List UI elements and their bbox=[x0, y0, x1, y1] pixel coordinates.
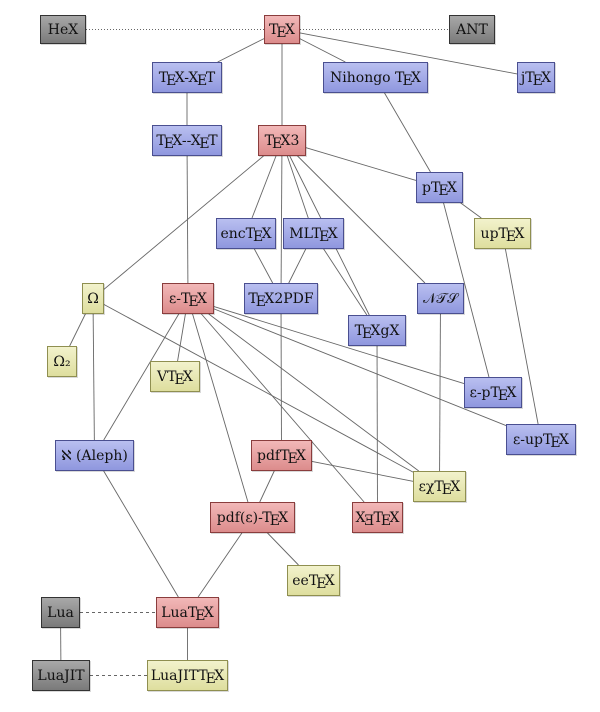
node-etex: ε-TEX bbox=[162, 283, 214, 314]
edge-nihongo-ptex bbox=[384, 92, 431, 173]
edge-tex3-enctex bbox=[251, 155, 277, 219]
node-label: Ω₂ bbox=[53, 353, 71, 370]
node-label: pdfTEX bbox=[256, 447, 307, 467]
node-label: 𝒩𝒯𝒮 bbox=[423, 290, 458, 307]
node-label: LuaTEX bbox=[161, 604, 214, 624]
edge-tex3-nts bbox=[297, 155, 426, 284]
node-luatex: LuaTEX bbox=[156, 597, 219, 628]
node-aleph: ℵ (Aleph) bbox=[55, 440, 134, 471]
edge-tex3-mltex bbox=[286, 155, 309, 219]
node-label: Ω bbox=[87, 290, 99, 307]
edge-pdftex-pdfetex bbox=[259, 470, 275, 503]
node-label: TEXgX bbox=[354, 322, 400, 342]
edge-etex-aleph bbox=[103, 313, 180, 441]
node-texxet2: TEX--XET bbox=[152, 125, 222, 156]
node-pdfetex: pdf(ε)-TEX bbox=[210, 502, 295, 533]
node-mltex: MLTEX bbox=[283, 218, 344, 249]
node-label: LuaJIT bbox=[37, 667, 85, 684]
node-tex3: TEX3 bbox=[258, 125, 306, 156]
node-label: ε-pTEX bbox=[469, 384, 517, 404]
node-label: VTEX bbox=[156, 368, 194, 388]
edge-etex-pdfetex bbox=[192, 313, 249, 503]
node-label: LuaJITTEX bbox=[150, 667, 225, 687]
node-label: pdf(ε)-TEX bbox=[216, 509, 289, 529]
node-label: pTEX bbox=[422, 179, 457, 199]
edge-etex-exchitex bbox=[208, 313, 420, 472]
node-nts: 𝒩𝒯𝒮 bbox=[417, 283, 464, 314]
node-exchitex: εχTEX bbox=[413, 471, 466, 502]
node-vtex: VTEX bbox=[150, 361, 200, 392]
edge-omega-exchitex bbox=[103, 304, 414, 473]
edge-mltex-tex2pdf bbox=[288, 248, 307, 284]
node-omega2: Ω₂ bbox=[47, 346, 77, 377]
node-luajittex: LuaJITTEX bbox=[147, 660, 228, 691]
edge-tex3-omega bbox=[103, 155, 264, 290]
node-tex: TEX bbox=[264, 15, 300, 44]
node-label: encTEX bbox=[220, 225, 272, 245]
node-label: eeTEX bbox=[292, 572, 335, 592]
edge-ptex-uptex bbox=[460, 202, 482, 219]
node-label: εχTEX bbox=[418, 478, 461, 498]
edge-nts-exchitex bbox=[439, 313, 441, 472]
edge-tex3-ptex bbox=[305, 147, 417, 181]
node-label: XETEX bbox=[355, 509, 400, 529]
node-pdftex: pdfTEX bbox=[251, 440, 312, 471]
node-enctex: encTEX bbox=[216, 218, 276, 249]
edge-etex-euptex bbox=[213, 308, 507, 426]
edge-tex-texxet1 bbox=[217, 38, 265, 63]
node-euptex: ε-upTEX bbox=[506, 424, 576, 455]
edge-aleph-luatex bbox=[103, 470, 179, 598]
edge-ptex-eptex bbox=[443, 202, 490, 378]
node-label: Nihongo TEX bbox=[330, 69, 421, 89]
node-texgx: TEXgX bbox=[348, 315, 406, 346]
node-ptex: pTEX bbox=[416, 172, 463, 203]
node-nihongo: Nihongo TEX bbox=[323, 62, 428, 93]
node-label: ANT bbox=[456, 21, 488, 38]
node-omega: Ω bbox=[82, 283, 104, 314]
node-eetex: eeTEX bbox=[287, 565, 340, 596]
node-tex2pdf: TEX2PDF bbox=[244, 283, 318, 314]
node-label: TEX-XET bbox=[158, 69, 216, 89]
edge-mltex-texgx bbox=[323, 248, 368, 316]
node-luajit: LuaJIT bbox=[32, 660, 90, 691]
node-xetex: XETEX bbox=[352, 502, 403, 533]
node-label: ℵ (Aleph) bbox=[61, 447, 128, 464]
node-ant: ANT bbox=[449, 15, 495, 44]
edge-etex-eptex bbox=[213, 306, 465, 384]
edge-omega-aleph bbox=[92, 313, 95, 441]
edge-tex3-tex2pdf bbox=[280, 155, 283, 284]
node-texxet1: TEX-XET bbox=[152, 62, 222, 93]
edge-pdftex-exchitex bbox=[311, 461, 414, 482]
node-lua: Lua bbox=[41, 597, 80, 628]
node-label: upTEX bbox=[480, 225, 525, 245]
node-eptex: ε-pTEX bbox=[464, 377, 522, 408]
edge-pdfetex-luatex bbox=[197, 532, 243, 598]
edge-enctex-tex2pdf bbox=[253, 248, 274, 284]
node-label: HeX bbox=[47, 21, 79, 38]
edge-tex-jtex bbox=[299, 32, 518, 75]
node-label: TEX bbox=[269, 21, 295, 41]
edge-tex-nihongo bbox=[299, 38, 346, 63]
node-label: TEX--XET bbox=[156, 132, 218, 152]
node-label: Lua bbox=[47, 604, 74, 621]
edge-uptex-euptex bbox=[504, 248, 539, 425]
node-uptex: upTEX bbox=[474, 218, 531, 249]
edge-omega-omega2 bbox=[69, 313, 86, 347]
edge-etex-vtex bbox=[177, 313, 186, 362]
node-label: MLTEX bbox=[289, 225, 338, 245]
node-jtex: jTEX bbox=[517, 62, 555, 93]
node-label: ε-TEX bbox=[169, 290, 207, 310]
edge-etex-xetex bbox=[201, 313, 365, 503]
node-label: jTEX bbox=[520, 69, 552, 89]
node-label: TEX2PDF bbox=[248, 290, 314, 310]
edge-pdfetex-eetex bbox=[267, 532, 299, 566]
node-label: TEX3 bbox=[264, 132, 300, 152]
node-hex: HeX bbox=[40, 15, 86, 44]
node-label: ε-upTEX bbox=[513, 431, 569, 451]
